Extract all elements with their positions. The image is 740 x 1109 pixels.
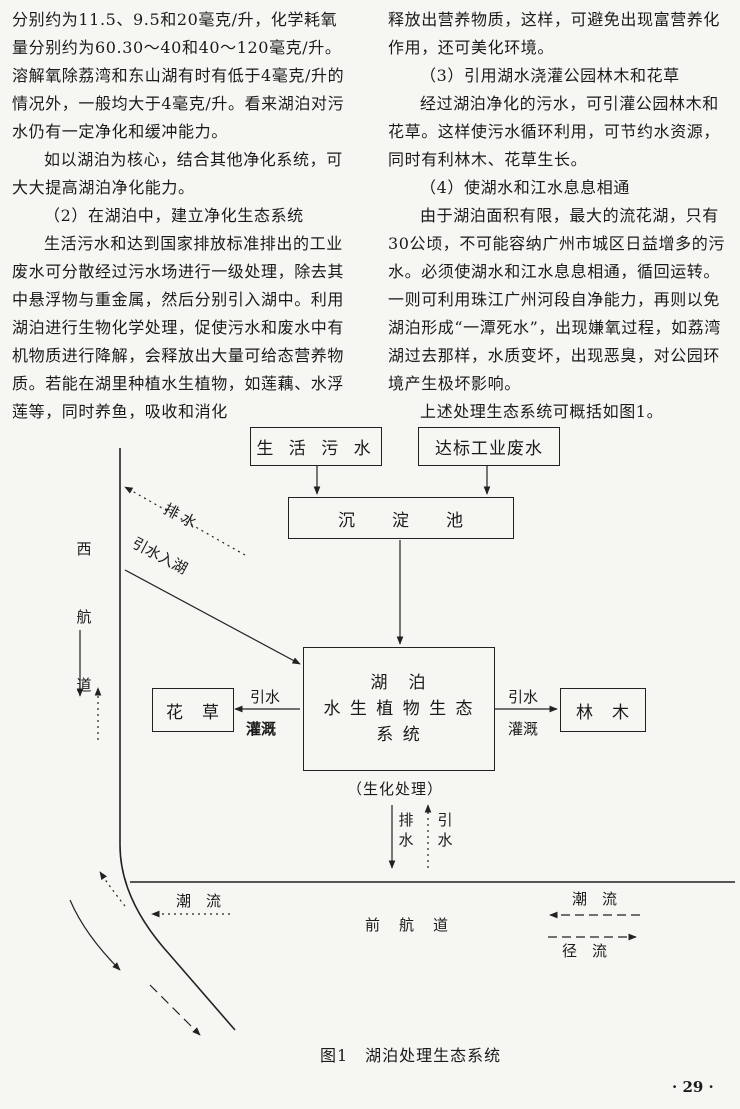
flowers-label: 花 草 bbox=[166, 702, 220, 723]
irrigate-label: 引水 bbox=[250, 688, 281, 706]
domestic-sewage-label: 生 活 污 水 bbox=[256, 439, 376, 459]
west-channel-label: 西 航 道 bbox=[76, 540, 107, 694]
intake-arrow bbox=[124, 569, 301, 665]
industrial-wastewater-box: 达标工业废水 bbox=[418, 427, 560, 466]
sedimentation-tank-label: 沉 淀 池 bbox=[338, 510, 464, 531]
drain-vertical-label: 排水 bbox=[398, 811, 414, 849]
irrigate-label: 灌溉 bbox=[508, 720, 539, 738]
figure-caption: 图1 湖泊处理生态系统 bbox=[320, 1046, 502, 1065]
west-channel-bank bbox=[119, 448, 236, 1031]
paragraph: 上述处理生态系统可概括如图1。 bbox=[420, 402, 664, 421]
trees-label: 林 木 bbox=[576, 702, 630, 723]
tide-label: 潮 流 bbox=[572, 890, 618, 908]
lake-label: 水 生 植 物 生 态 bbox=[323, 699, 475, 719]
front-channel-label: 前 航 道 bbox=[365, 916, 451, 934]
channel-arrow bbox=[69, 899, 121, 971]
paragraph: 分别约为11.5、9.5和20毫克/升，化学耗氧量分别约为60.30～40和40… bbox=[12, 10, 345, 141]
domestic-sewage-box: 生 活 污 水 bbox=[250, 427, 382, 466]
intake-vertical-label: 引水 bbox=[437, 811, 453, 849]
drain-arrow bbox=[124, 486, 246, 556]
paragraph: 释放出营养物质，这样，可避免出现富营养化作用，还可美化环境。 bbox=[388, 10, 721, 57]
irrigate-label: 引水 bbox=[508, 688, 539, 706]
tide-label: 潮 流 bbox=[176, 892, 222, 910]
lake-box: 湖 泊 水 生 植 物 生 态 系 统 bbox=[303, 647, 495, 771]
section-heading: （3）引用湖水浇灌公园林木和花草 bbox=[420, 66, 680, 85]
page-number: · 29 · bbox=[672, 1078, 714, 1096]
paragraph: 生活污水和达到国家排放标准排出的工业废水可分散经过污水场进行一级处理，除去其中悬… bbox=[12, 234, 345, 421]
tide-arrow bbox=[99, 871, 126, 907]
section-heading: （2）在湖泊中，建立净化生态系统 bbox=[44, 206, 304, 225]
runoff-label: 径 流 bbox=[562, 942, 608, 960]
paragraph: 如以湖泊为核心，结合其他净化系统，可大大提高湖泊净化能力。 bbox=[12, 150, 343, 197]
channel-arrow bbox=[149, 984, 201, 1036]
left-text-column: 分别约为11.5、9.5和20毫克/升，化学耗氧量分别约为60.30～40和40… bbox=[12, 6, 352, 426]
paragraph: 经过湖泊净化的污水，可引灌公园林木和花草。这样使污水循环利用，可节约水资源，同时… bbox=[388, 94, 721, 169]
sedimentation-tank-box: 沉 淀 池 bbox=[288, 497, 514, 539]
trees-box: 林 木 bbox=[560, 688, 646, 732]
paragraph: 由于湖泊面积有限，最大的流花湖，只有30公顷，不可能容纳广州市城区日益增多的污水… bbox=[388, 206, 725, 393]
lake-title: 湖 泊 bbox=[370, 673, 428, 693]
industrial-wastewater-label: 达标工业废水 bbox=[435, 439, 543, 459]
lake-label: 系 统 bbox=[376, 725, 422, 745]
right-text-column: 释放出营养物质，这样，可避免出现富营养化作用，还可美化环境。 （3）引用湖水浇灌… bbox=[388, 6, 728, 426]
irrigate-label: 灌溉 bbox=[246, 720, 277, 738]
biochem-label: （生化处理） bbox=[347, 780, 444, 798]
flowers-box: 花 草 bbox=[152, 688, 234, 732]
section-heading: （4）使湖水和江水息息相通 bbox=[420, 178, 630, 197]
